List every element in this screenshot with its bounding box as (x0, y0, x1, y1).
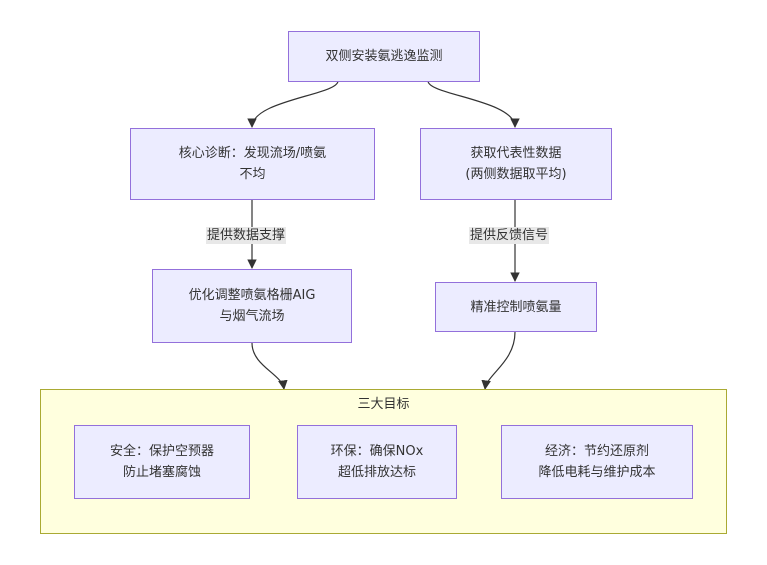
node-root[interactable]: 双侧安装氨逃逸监测 (288, 31, 480, 82)
node-left1[interactable]: 核心诊断：发现流场/喷氨 不均 (130, 128, 375, 200)
node-left2-label: 优化调整喷氨格栅AIG 与烟气流场 (188, 288, 316, 324)
edge-right2-to-cluster (481, 331, 516, 390)
node-right1-label: 获取代表性数据 (两侧数据取平均) (465, 146, 567, 182)
goal-safety[interactable]: 安全：保护空预器 防止堵塞腐蚀 (74, 425, 250, 499)
node-right2-label: 精准控制喷氨量 (470, 299, 562, 315)
goal-environment[interactable]: 环保：确保NOx 超低排放达标 (297, 425, 457, 499)
edge-root-to-right1 (427, 80, 520, 128)
node-root-label: 双侧安装氨逃逸监测 (325, 49, 443, 64)
goal-safety-label: 安全：保护空预器 防止堵塞腐蚀 (109, 444, 214, 480)
node-left1-label: 核心诊断：发现流场/喷氨 不均 (178, 146, 327, 182)
node-right2[interactable]: 精准控制喷氨量 (435, 282, 597, 332)
node-right1[interactable]: 获取代表性数据 (两侧数据取平均) (420, 128, 612, 200)
edge-left2-to-cluster (251, 342, 288, 390)
edge-root-to-left1 (247, 80, 339, 128)
node-left2[interactable]: 优化调整喷氨格栅AIG 与烟气流场 (152, 269, 352, 343)
cluster-title: 三大目标 (357, 397, 410, 412)
goal-economy-label: 经济：节约还原剂 降低电耗与维护成本 (538, 444, 656, 480)
edge-label-right: 提供反馈信号 (469, 227, 550, 244)
goal-environment-label: 环保：确保NOx 超低排放达标 (330, 444, 424, 480)
goal-economy[interactable]: 经济：节约还原剂 降低电耗与维护成本 (501, 425, 693, 499)
edge-label-left: 提供数据支撑 (206, 227, 287, 244)
